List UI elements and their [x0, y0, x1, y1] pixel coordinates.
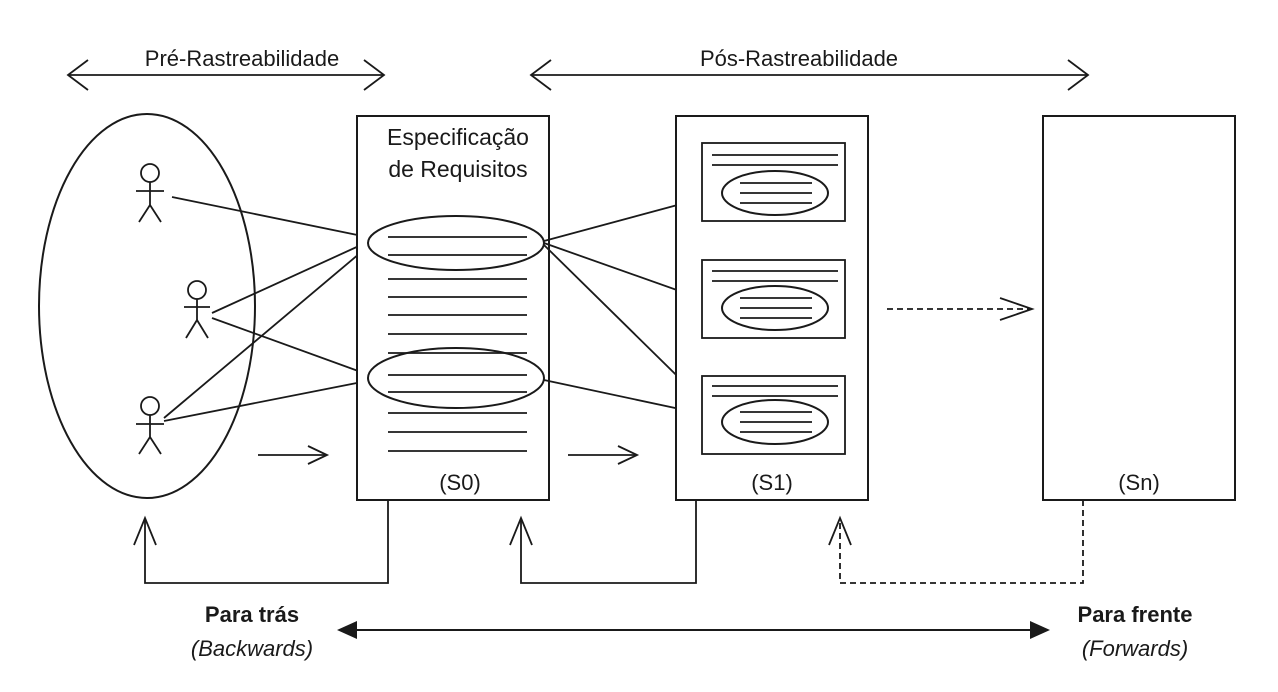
- stage-s0-label: (S0): [439, 470, 481, 495]
- specification-title-line2: de Requisitos: [388, 156, 527, 182]
- specification-title-line1: Especificação: [387, 124, 529, 150]
- backwards-title: Para trás: [205, 602, 299, 627]
- requirement-highlight: [367, 347, 545, 409]
- actor-icon: [136, 396, 164, 455]
- stage-sn-label: (Sn): [1118, 470, 1160, 495]
- artifact-document: [701, 142, 846, 222]
- flow-arrow: [258, 445, 330, 465]
- feedback-arrow-s0-to-stakeholders: [133, 500, 389, 584]
- requirements-specification-box: Especificação de Requisitos (S0): [356, 115, 550, 501]
- stage-s1-label: (S1): [751, 470, 793, 495]
- flow-arrows: [258, 297, 1035, 465]
- backwards-subtitle: (Backwards): [191, 636, 313, 661]
- artifact-document: [701, 375, 846, 455]
- flow-arrow: [568, 445, 640, 465]
- actor-icon: [136, 163, 164, 223]
- pre-traceability-label: Pré-Rastreabilidade: [145, 46, 339, 71]
- requirement-text-lines: [388, 236, 527, 452]
- stage-sn-box: (Sn): [1042, 115, 1236, 501]
- post-traceability-label: Pós-Rastreabilidade: [700, 46, 898, 71]
- actor-icon: [184, 280, 210, 339]
- forwards-subtitle: (Forwards): [1082, 636, 1188, 661]
- feedback-arrow-sn-to-s1: [828, 500, 1084, 584]
- stakeholders-group: [38, 113, 256, 499]
- backwards-label-group: Para trás (Backwards): [191, 602, 313, 661]
- feedback-arrow-s1-to-s0: [509, 500, 697, 584]
- artifact-document: [701, 259, 846, 339]
- forwards-label-group: Para frente (Forwards): [1078, 602, 1193, 661]
- forwards-title: Para frente: [1078, 602, 1193, 627]
- stage-s1-box: (S1): [675, 115, 869, 501]
- actor-requirement-links: [163, 196, 373, 422]
- pre-traceability-span: Pré-Rastreabilidade: [66, 46, 386, 91]
- direction-axis: [337, 621, 1050, 639]
- post-traceability-span: Pós-Rastreabilidade: [529, 46, 1090, 91]
- feedback-arrows: [133, 500, 1084, 584]
- dashed-flow-arrow: [887, 297, 1035, 321]
